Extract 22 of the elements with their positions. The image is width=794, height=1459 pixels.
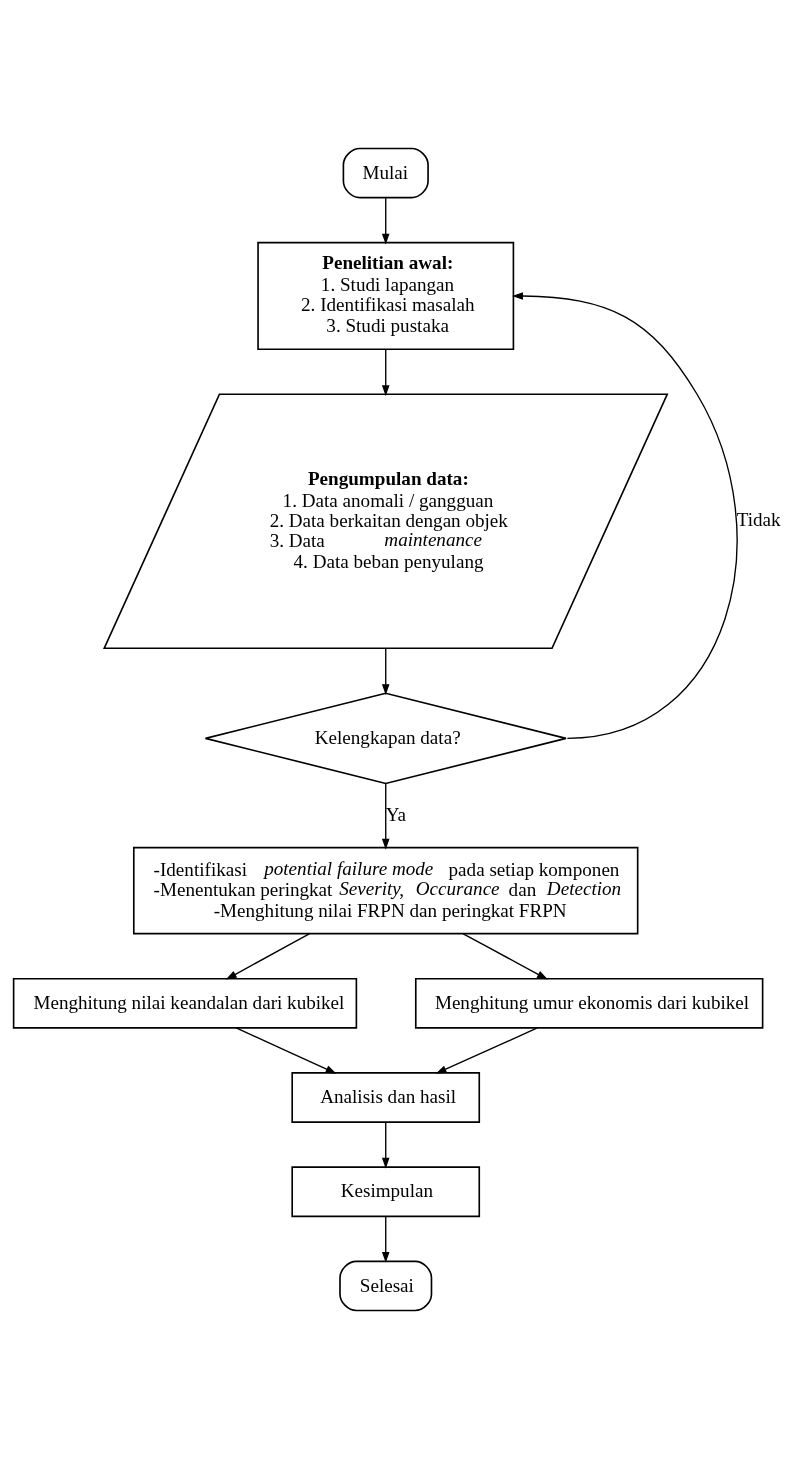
edge-label: Ya (385, 803, 407, 825)
node-box: Menghitung nilai keandalan dari kubikel (12, 977, 358, 1029)
node-box: Mulai (342, 147, 429, 199)
arrow (381, 783, 390, 850)
arrow (381, 1215, 390, 1263)
node-box: Selesai (339, 1260, 433, 1312)
arrow (235, 1027, 337, 1074)
node-box: Analisis dan hasil (291, 1072, 481, 1123)
arrow (512, 292, 738, 740)
arrow (225, 933, 310, 980)
node-diamond: Kelengkapan data? (204, 692, 567, 785)
arrow (435, 1027, 539, 1074)
node-box: -Identifikasi potential failure mode pada setiap komponen -Menentukan peringkat Severity, Occurance dan Detection -Menghitung nilai FRPN dan peringkat FRPN (132, 846, 639, 935)
arrow (462, 933, 548, 980)
node-box: Penelitian awal: 1. Studi lapangan 2. Identifikasi masalah 3. Studi pustaka (257, 241, 515, 350)
arrow (381, 348, 390, 397)
arrow (381, 1121, 390, 1169)
arrow (381, 647, 390, 696)
arrow (381, 197, 390, 245)
node-box: Menghitung umur ekonomis dari kubikel (414, 977, 764, 1029)
edge-label: Tidak (736, 509, 781, 531)
node-box: Kesimpulan (291, 1166, 481, 1218)
